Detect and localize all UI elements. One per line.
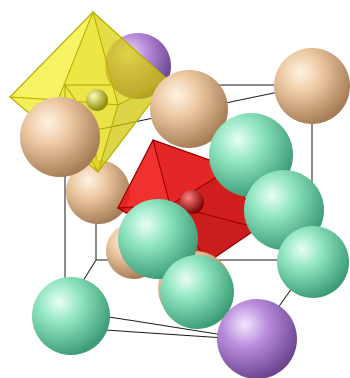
tan-atom[interactable] [66,160,130,224]
tan-atom[interactable] [20,97,100,177]
octahedron-center-atom [180,190,204,214]
tan-atom[interactable] [274,48,350,124]
mint-atom[interactable] [160,255,234,329]
tan-atom[interactable] [150,70,228,148]
octahedron-edge [9,11,169,173]
purple-atom[interactable] [217,299,297,378]
octahedron-center-atom [86,89,108,111]
mint-atom[interactable] [118,199,198,279]
mint-atom[interactable] [32,277,110,355]
mint-atom[interactable] [277,226,349,298]
